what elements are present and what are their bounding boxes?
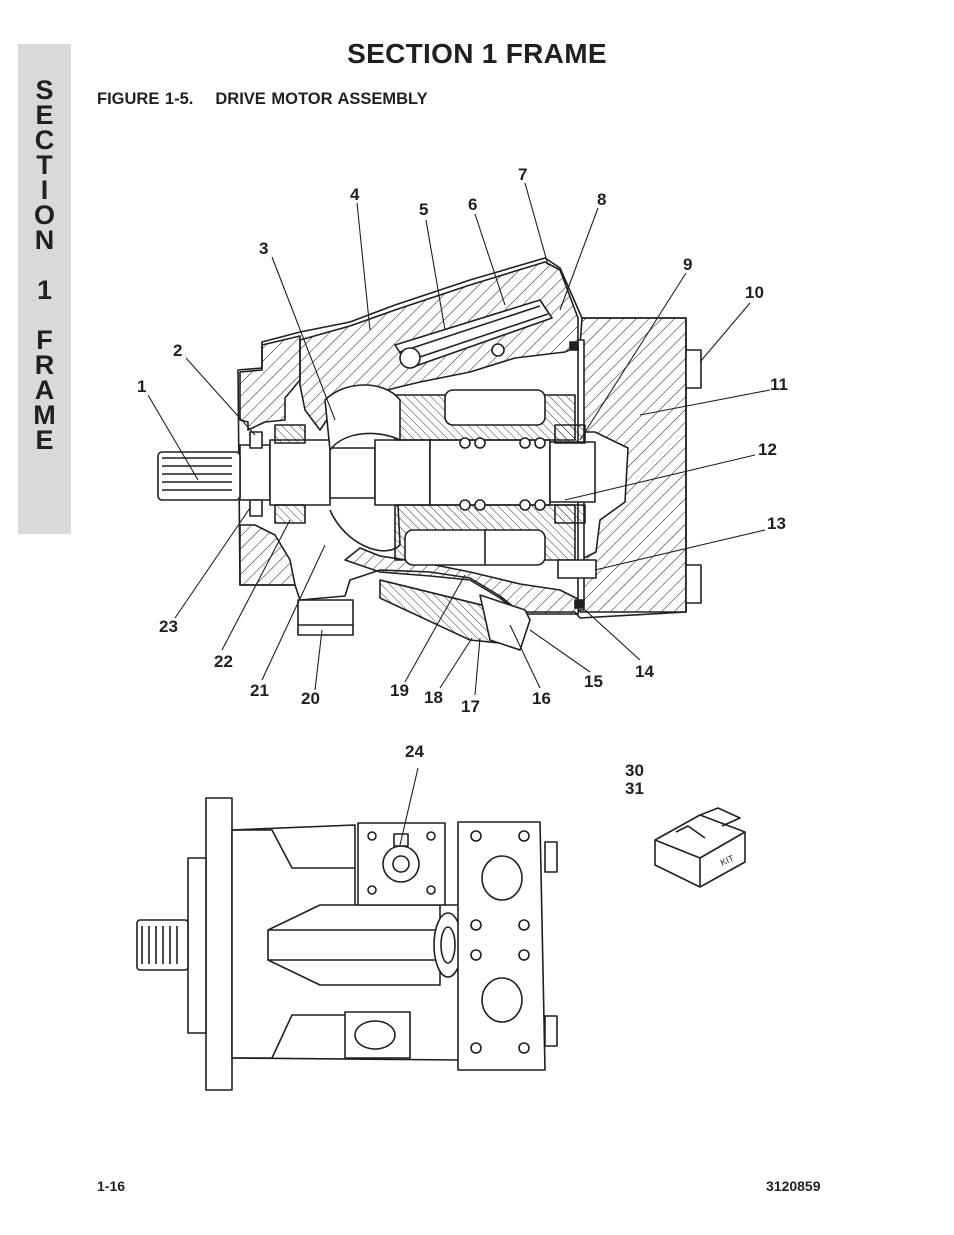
callout-16: 16	[532, 689, 551, 708]
callout-19: 19	[390, 681, 409, 700]
callout-31: 31	[625, 779, 644, 798]
callout-8: 8	[597, 190, 607, 209]
callout-1: 1	[137, 377, 147, 396]
side-tab-letter: R	[34, 350, 55, 380]
callout-6: 6	[468, 195, 478, 214]
callout-24: 24	[405, 742, 424, 761]
figure-label: FIGURE 1-5.	[97, 90, 194, 108]
section-title: SECTION 1 FRAME	[347, 38, 607, 69]
external-view	[136, 767, 558, 1091]
callout-12: 12	[758, 440, 777, 459]
callout-11: 11	[770, 375, 788, 394]
side-tab-letter: O	[33, 200, 55, 230]
callout-20: 20	[301, 689, 320, 708]
side-tab-letter: F	[36, 325, 53, 355]
callout-9: 9	[683, 255, 693, 274]
callout-leader-lines	[147, 182, 771, 696]
callout-13: 13	[767, 514, 786, 533]
callout-5: 5	[419, 200, 429, 219]
document-number: 3120859	[766, 1178, 821, 1194]
callout-3: 3	[259, 239, 269, 258]
side-tab-letter: E	[35, 425, 54, 455]
side-tab-letter: C	[34, 125, 55, 155]
side-tab-letter: A	[34, 375, 55, 405]
callout-4: 4	[350, 185, 360, 204]
callout-15: 15	[584, 672, 603, 691]
side-tab-letter: I	[40, 175, 49, 205]
side-tab-letter: 1	[36, 275, 53, 305]
callout-18: 18	[424, 688, 443, 707]
sectional-view	[157, 257, 702, 651]
page-number: 1-16	[97, 1178, 126, 1194]
callout-14: 14	[635, 662, 654, 681]
figure-caption: FIGURE 1-5. DRIVE MOTOR ASSEMBLY	[97, 90, 428, 109]
side-tab-letter: M	[33, 400, 56, 430]
callout-7: 7	[518, 165, 528, 184]
callout-23: 23	[159, 617, 178, 636]
kit-box-icon: KIT	[654, 807, 746, 888]
side-tab-letter: N	[34, 225, 55, 255]
side-tab-letter: S	[35, 75, 54, 105]
side-tab-letter: T	[36, 150, 53, 180]
figure-title: DRIVE MOTOR ASSEMBLY	[215, 90, 428, 108]
callout-22: 22	[214, 652, 233, 671]
callout-30: 30	[625, 761, 644, 780]
callout-21: 21	[250, 681, 269, 700]
side-tab-letter: E	[35, 100, 54, 130]
callout-10: 10	[745, 283, 764, 302]
callout-17: 17	[461, 697, 480, 716]
callout-2: 2	[173, 341, 183, 360]
